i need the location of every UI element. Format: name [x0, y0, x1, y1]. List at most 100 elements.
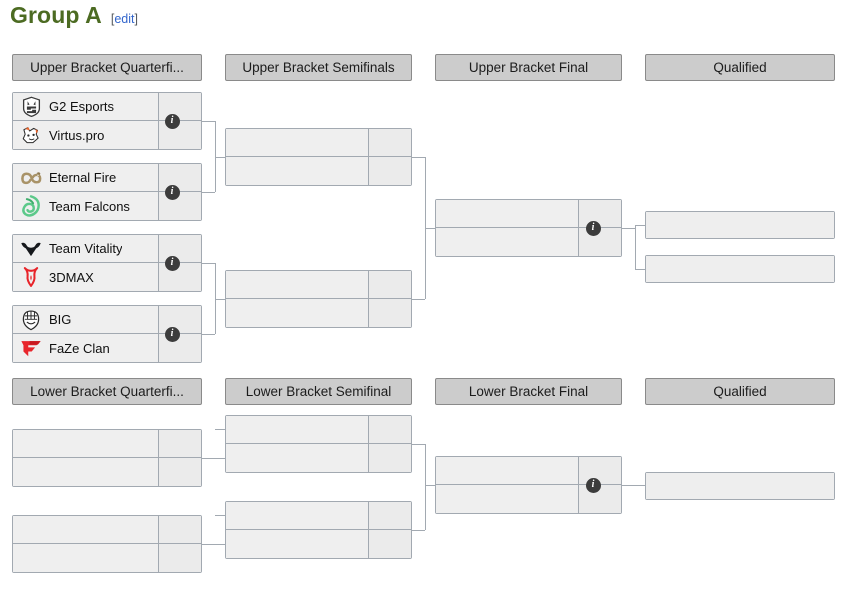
match-score-cell — [158, 516, 201, 543]
match-score-cell — [368, 129, 411, 156]
lb-qualified-slot-1[interactable] — [645, 472, 835, 500]
ub-semifinal-1[interactable] — [225, 128, 412, 186]
connector-sf2-out — [412, 299, 425, 300]
match-opponent-row[interactable] — [226, 271, 411, 299]
info-icon[interactable]: i — [164, 326, 180, 342]
ub-round-header-0: Upper Bracket Quarterfi... — [12, 54, 202, 81]
match-opponent-row[interactable] — [226, 502, 411, 530]
match-opponent-row[interactable] — [226, 299, 411, 327]
connector-qf34-vert — [215, 263, 216, 334]
team-cell: Virtus.pro — [13, 124, 158, 146]
round-header-label: Upper Bracket Semifinals — [242, 60, 395, 75]
match-opponent-row[interactable] — [226, 444, 411, 472]
match-score-cell — [368, 271, 411, 298]
info-icon[interactable]: i — [585, 477, 601, 493]
match-score-cell — [578, 200, 621, 227]
connector-lsf1-out — [412, 444, 425, 445]
team-name: G2 Esports — [49, 99, 115, 114]
lb-round-header-1: Lower Bracket Semifinal — [225, 378, 412, 405]
info-icon[interactable]: i — [164, 184, 180, 200]
info-icon[interactable]: i — [164, 255, 180, 271]
g2-esports-logo — [22, 96, 40, 117]
team-name: Team Vitality — [49, 241, 123, 256]
ub-qualified-slot-1[interactable] — [645, 211, 835, 239]
ub-semifinal-2[interactable] — [225, 270, 412, 328]
match-opponent-row[interactable]: 3DMAX — [13, 263, 201, 291]
match-opponent-row[interactable] — [13, 458, 201, 486]
lb-quarterfinal-2[interactable] — [12, 515, 202, 573]
connector-lsf12-vert — [425, 444, 426, 530]
match-score-cell — [158, 164, 201, 191]
ub-qualified-slot-2[interactable] — [645, 255, 835, 283]
match-score-cell — [158, 192, 201, 220]
info-icon[interactable]: i — [164, 113, 180, 129]
connector-qual2-in — [635, 269, 645, 270]
edit-section-link[interactable]: [edit] — [111, 12, 138, 26]
virtus-pro-logo — [22, 126, 39, 143]
connector-qf12-vert — [215, 121, 216, 192]
match-score-cell — [368, 157, 411, 185]
connector-lsf1-in-top — [215, 429, 225, 430]
round-header-label: Lower Bracket Final — [468, 384, 589, 399]
team-name: Eternal Fire — [49, 170, 117, 185]
team-vitality-logo — [21, 242, 41, 256]
page-title: Group A — [10, 2, 102, 28]
connector-ubf-out — [622, 228, 635, 229]
big-clan-logo — [22, 309, 40, 330]
match-opponent-row[interactable] — [226, 157, 411, 185]
connector-ubf-in — [425, 228, 435, 229]
match-score-cell — [368, 502, 411, 529]
team-cell: BIG — [13, 309, 158, 331]
match-score-cell — [368, 299, 411, 327]
connector-qf4-out — [202, 334, 215, 335]
edit-label: edit — [114, 12, 135, 26]
eternalfire-logo-icon — [20, 167, 42, 189]
big-logo-icon — [20, 309, 42, 331]
round-header-label: Qualified — [713, 60, 767, 75]
match-score-cell — [158, 430, 201, 457]
match-score-cell — [368, 530, 411, 558]
virtuspro-logo-icon — [20, 124, 42, 146]
match-opponent-row[interactable] — [226, 129, 411, 157]
match-opponent-row[interactable] — [13, 544, 201, 572]
team-falcons-logo — [22, 195, 40, 217]
match-score-cell — [158, 544, 201, 572]
lb-round-header-2: Lower Bracket Final — [435, 378, 622, 405]
match-opponent-row[interactable] — [226, 416, 411, 444]
info-icon[interactable]: i — [585, 220, 601, 236]
match-opponent-row[interactable] — [13, 430, 201, 458]
lb-quarterfinal-1[interactable] — [12, 429, 202, 487]
connector-sf2-in — [215, 299, 225, 300]
match-score-cell — [578, 457, 621, 484]
connector-lsf2-out — [412, 530, 425, 531]
g2-logo-icon — [20, 96, 42, 118]
faze-logo-icon — [20, 337, 42, 359]
lb-round-header-0: Lower Bracket Quarterfi... — [12, 378, 202, 405]
3dmax-logo-icon — [20, 266, 42, 288]
ub-round-header-1: Upper Bracket Semifinals — [225, 54, 412, 81]
team-cell: FaZe Clan — [13, 337, 158, 359]
match-score-cell — [158, 235, 201, 262]
lb-semifinal-2[interactable] — [225, 501, 412, 559]
team-cell: Eternal Fire — [13, 167, 158, 189]
connector-sf1-out — [412, 157, 425, 158]
lb-semifinal-1[interactable] — [225, 415, 412, 473]
match-opponent-row[interactable]: Team Vitality — [13, 235, 201, 263]
ub-final[interactable] — [435, 199, 622, 257]
connector-ubf-qual-vert — [635, 225, 636, 269]
qualified-opponent-row[interactable] — [646, 256, 834, 282]
faze-clan-logo — [21, 341, 41, 357]
match-opponent-row[interactable] — [13, 516, 201, 544]
connector-qf3-out — [202, 263, 215, 264]
connector-lqf1-out — [202, 458, 225, 459]
match-opponent-row[interactable] — [226, 530, 411, 558]
round-header-label: Qualified — [713, 384, 767, 399]
connector-lsf2-in-top — [215, 515, 225, 516]
match-score-cell — [158, 306, 201, 333]
qualified-opponent-row[interactable] — [646, 212, 834, 238]
team-cell: G2 Esports — [13, 96, 158, 118]
connector-qf1-out — [202, 121, 215, 122]
qualified-opponent-row[interactable] — [646, 473, 834, 499]
team-name: FaZe Clan — [49, 340, 110, 356]
